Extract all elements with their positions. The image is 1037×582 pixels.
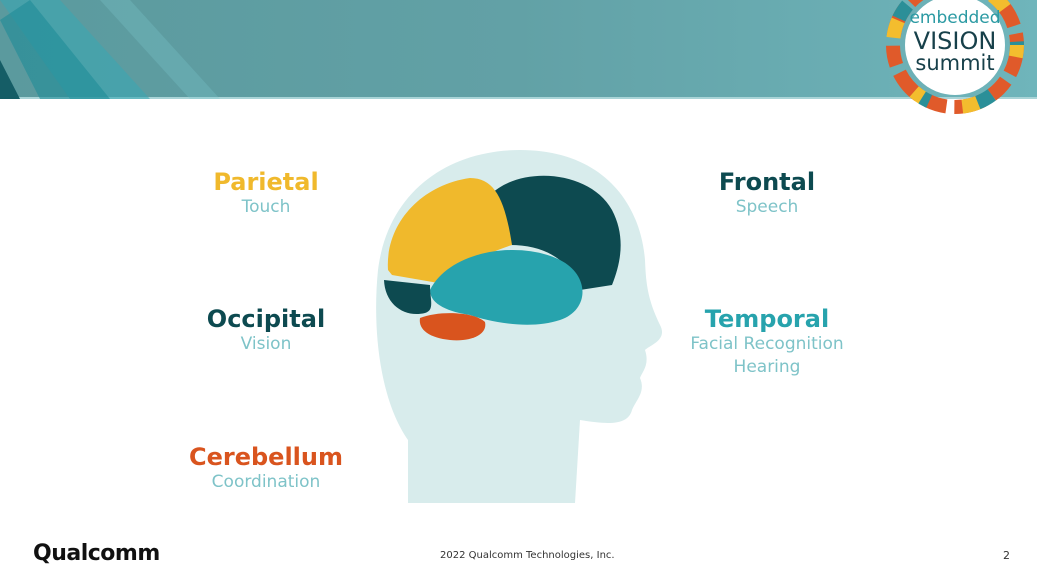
copyright: 2022 Qualcomm Technologies, Inc. bbox=[440, 550, 615, 561]
header-banner bbox=[0, 0, 1037, 99]
banner-decoration bbox=[0, 0, 220, 99]
cerebellum bbox=[419, 313, 486, 341]
temporal-label: Temporal Facial Recognition Hearing bbox=[647, 305, 887, 379]
frontal-subtitle: Speech bbox=[735, 197, 799, 217]
parietal-label: Parietal Touch bbox=[146, 168, 386, 219]
logo-text: embedded VISION summit bbox=[905, 10, 1005, 74]
temporal-subtitle-2: Hearing bbox=[733, 357, 801, 377]
temporal-title: Temporal bbox=[704, 305, 830, 333]
logo-line-1: embedded bbox=[909, 8, 1001, 28]
cerebellum-title: Cerebellum bbox=[188, 443, 343, 471]
occipital-subtitle: Vision bbox=[240, 334, 292, 354]
temporal-lobe bbox=[430, 250, 583, 325]
parietal-subtitle: Touch bbox=[241, 197, 291, 217]
qualcomm-logo: Qualcomm bbox=[33, 541, 160, 566]
occipital-title: Occipital bbox=[206, 305, 326, 333]
frontal-lobe bbox=[490, 175, 621, 290]
page-number: 2 bbox=[1003, 549, 1010, 562]
logo-line-3: summit bbox=[915, 51, 995, 75]
frontal-title: Frontal bbox=[718, 168, 816, 196]
embedded-vision-summit-logo bbox=[886, 0, 1024, 114]
cerebellum-subtitle: Coordination bbox=[211, 472, 321, 492]
cerebellum-label: Cerebellum Coordination bbox=[146, 443, 386, 494]
frontal-label: Frontal Speech bbox=[647, 168, 887, 219]
logo-line-2: VISION bbox=[913, 27, 997, 55]
temporal-subtitle-1: Facial Recognition bbox=[690, 334, 844, 354]
parietal-title: Parietal bbox=[213, 168, 319, 196]
occipital-label: Occipital Vision bbox=[146, 305, 386, 356]
occipital-lobe bbox=[384, 280, 432, 315]
parietal-lobe bbox=[387, 178, 512, 285]
